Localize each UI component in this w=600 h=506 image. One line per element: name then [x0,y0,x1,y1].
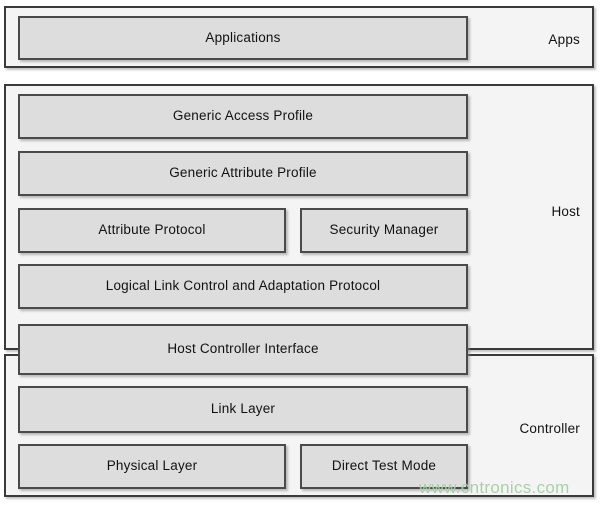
box-label-l2cap: Logical Link Control and Adaptation Prot… [105,278,381,294]
box-label-physical-layer: Physical Layer [106,458,198,474]
section-label-host: Host [551,204,580,219]
section-label-controller: Controller [519,421,580,436]
box-host-controller-interface[interactable]: Host Controller Interface [18,324,468,375]
box-attribute-protocol[interactable]: Attribute Protocol [18,208,286,253]
box-label-attribute-protocol: Attribute Protocol [98,222,206,238]
box-label-generic-access-profile: Generic Access Profile [172,108,314,124]
box-label-security-manager: Security Manager [329,222,439,238]
box-label-link-layer: Link Layer [210,401,276,417]
box-generic-access-profile[interactable]: Generic Access Profile [18,94,468,139]
box-applications[interactable]: Applications [18,16,468,60]
box-label-host-controller-interface: Host Controller Interface [167,341,319,357]
box-physical-layer[interactable]: Physical Layer [18,444,286,489]
box-generic-attribute-profile[interactable]: Generic Attribute Profile [18,151,468,196]
box-direct-test-mode[interactable]: Direct Test Mode [300,444,468,489]
box-l2cap[interactable]: Logical Link Control and Adaptation Prot… [18,264,468,309]
box-link-layer[interactable]: Link Layer [18,386,468,433]
box-security-manager[interactable]: Security Manager [300,208,468,253]
box-label-direct-test-mode: Direct Test Mode [331,458,437,474]
box-label-applications: Applications [205,29,281,45]
section-label-apps: Apps [548,32,580,47]
box-label-generic-attribute-profile: Generic Attribute Profile [169,165,317,181]
